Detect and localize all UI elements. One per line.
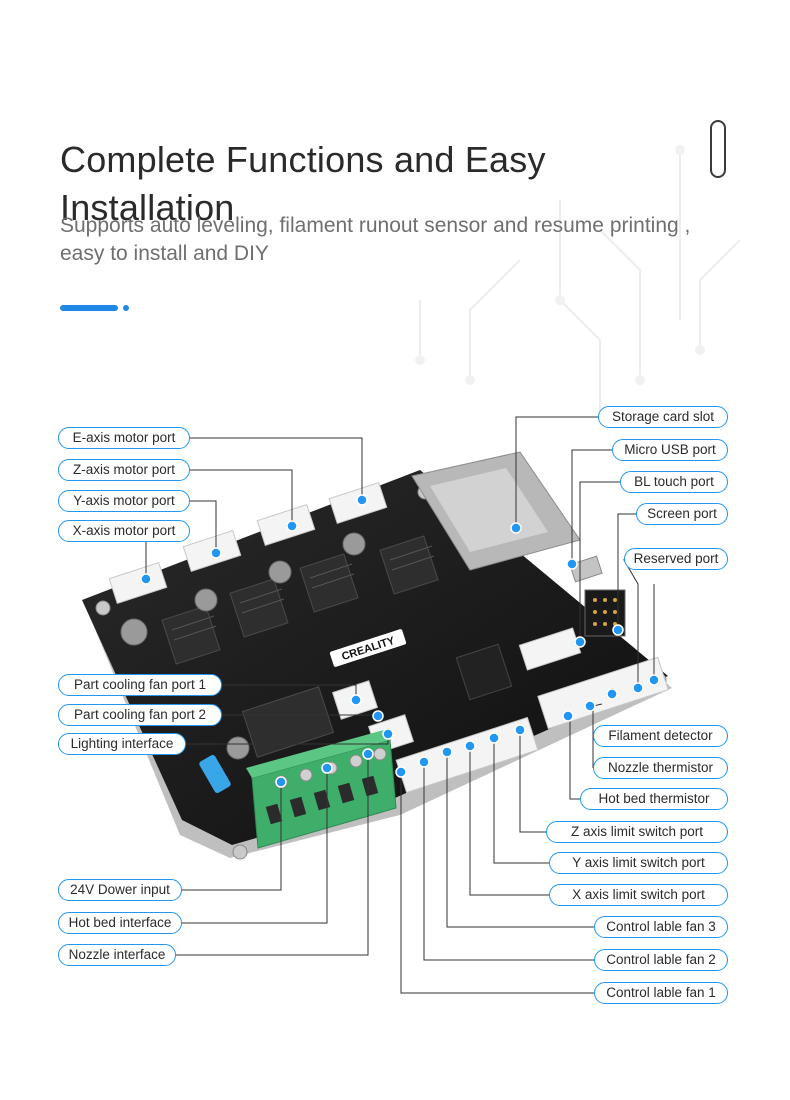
leader-storage [515, 416, 598, 528]
leader-y-limit [493, 738, 549, 864]
leader-hotbed-thermistor [569, 716, 580, 800]
label-x-axis-motor-port: X-axis motor port [58, 520, 190, 542]
accent-bar [60, 305, 118, 311]
leader-24v [182, 782, 282, 891]
label-nozzle-interface: Nozzle interface [58, 944, 176, 966]
label-z-axis-limit-switch-port: Z axis limit switch port [546, 821, 728, 843]
label-control-fan-3: Control lable fan 3 [594, 916, 728, 938]
label-control-fan-2: Control lable fan 2 [594, 949, 728, 971]
fuse [199, 755, 231, 793]
label-filament-detector: Filament detector [593, 725, 728, 747]
leader-x-limit [469, 746, 549, 896]
leader-nozzle [176, 754, 369, 956]
scroll-indicator[interactable] [710, 120, 726, 178]
label-y-axis-motor-port: Y-axis motor port [58, 490, 190, 512]
label-control-fan-1: Control lable fan 1 [594, 982, 728, 1004]
leader-usb [571, 449, 612, 564]
page-title: Complete Functions and Easy Installation [60, 139, 546, 229]
label-screen-port: Screen port [636, 503, 728, 525]
label-bl-touch-port: BL touch port [620, 471, 728, 493]
label-x-axis-limit-switch-port: X axis limit switch port [549, 884, 728, 906]
label-hot-bed-thermistor: Hot bed thermistor [580, 788, 728, 810]
label-nozzle-thermistor: Nozzle thermistor [593, 757, 728, 779]
label-reserved-port: Reserved port [624, 548, 728, 570]
label-z-axis-motor-port: Z-axis motor port [58, 459, 190, 481]
label-24v-power-input: 24V Dower input [58, 879, 182, 901]
label-micro-usb-port: Micro USB port [612, 439, 728, 461]
leader-cfan1 [400, 772, 594, 994]
label-y-axis-limit-switch-port: Y axis limit switch port [549, 852, 728, 874]
label-part-cooling-fan-1: Part cooling fan port 1 [58, 674, 222, 696]
mcu-chip [455, 643, 513, 701]
label-lighting-interface: Lighting interface [58, 733, 186, 755]
leader-fan3 [446, 752, 594, 928]
leader-cfan2 [423, 762, 594, 961]
leader-z-axis [190, 469, 293, 522]
leader-hotbed [182, 768, 328, 924]
leader-y-axis [190, 500, 217, 550]
label-storage-card-slot: Storage card slot [598, 406, 728, 428]
leader-z-limit [519, 730, 546, 833]
label-part-cooling-fan-2: Part cooling fan port 2 [58, 704, 222, 726]
accent-dot [123, 305, 129, 311]
leader-e-axis [190, 437, 363, 496]
page-subtitle: Supports auto leveling, filament runout … [60, 214, 691, 265]
leader-fan1 [222, 684, 357, 696]
label-e-axis-motor-port: E-axis motor port [58, 427, 190, 449]
label-hot-bed-interface: Hot bed interface [58, 912, 182, 934]
leader-screen [617, 513, 636, 630]
micro-usb-port [569, 555, 603, 583]
leader-bltouch [579, 481, 620, 642]
